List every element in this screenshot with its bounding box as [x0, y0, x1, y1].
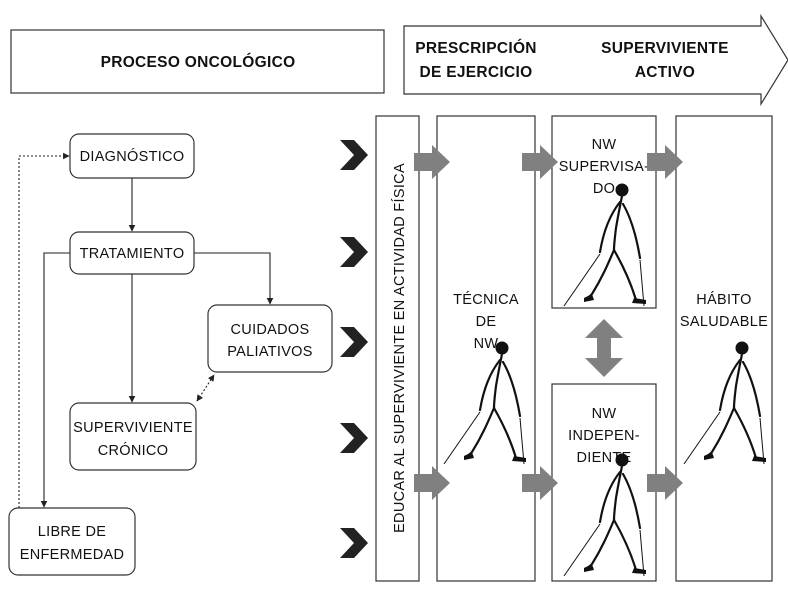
chevron-right-icon — [340, 327, 368, 357]
tecnica-label-3: NW — [474, 336, 499, 352]
connector-tratamiento-cuidados — [194, 252, 274, 305]
nw-supervisado-label-1: NW — [592, 137, 617, 153]
header-arrow — [403, 13, 788, 107]
chevron-right-icon — [340, 237, 368, 267]
nw-independiente-label-2: INDEPEN- — [568, 428, 640, 444]
header-prescripcion-line2: DE EJERCICIO — [420, 64, 533, 81]
habito-label-2: SALUDABLE — [680, 314, 768, 330]
educar-column — [375, 115, 420, 582]
nw-independiente-label-1: NW — [592, 406, 617, 422]
chevron-right-icon — [340, 528, 368, 558]
libre-label-1: LIBRE DE — [38, 524, 107, 540]
chevron-right-icon — [340, 140, 368, 170]
habito-label-1: HÁBITO — [696, 291, 752, 308]
tecnica-column — [436, 115, 536, 582]
nw-independiente-box — [551, 383, 657, 582]
tecnica-label-1: TÉCNICA — [453, 291, 519, 308]
libre-box — [8, 507, 136, 576]
connector-tratamiento-libre — [40, 252, 70, 508]
nw-supervisado-label-3: DO — [593, 181, 615, 197]
header-activo-line2: ACTIVO — [635, 64, 695, 81]
double-arrow-icon — [585, 319, 623, 377]
cuidados-label-1: CUIDADOS — [231, 322, 310, 338]
habito-column — [675, 115, 773, 582]
header-proceso-title: PROCESO ONCOLÓGICO — [101, 53, 296, 71]
nw-supervisado-label-2: SUPERVISA- — [559, 159, 650, 175]
cuidados-box — [207, 304, 333, 373]
header-prescripcion-line1: PRESCRIPCIÓN — [415, 39, 537, 57]
header-activo-line1: SUPERVIVIENTE — [601, 40, 729, 57]
tratamiento-label: TRATAMIENTO — [80, 246, 185, 262]
cuidados-label-2: PALIATIVOS — [227, 344, 312, 360]
diagnostico-label: DIAGNÓSTICO — [80, 148, 185, 165]
header-proceso-box — [10, 29, 385, 94]
cronico-label-1: SUPERVIVIENTE — [73, 420, 193, 436]
educar-label: EDUCAR AL SUPERVIVIENTE EN ACTIVIDAD FÍS… — [391, 163, 408, 533]
tecnica-label-2: DE — [476, 314, 497, 330]
libre-label-2: ENFERMEDAD — [20, 547, 125, 563]
nw-supervisado-box — [551, 115, 657, 309]
chevron-right-icon — [340, 423, 368, 453]
cronico-box — [69, 402, 197, 471]
cronico-label-2: CRÓNICO — [98, 442, 169, 459]
connector-cronico-cuidados — [196, 374, 215, 402]
connector-libre-diagnostico — [18, 152, 70, 508]
